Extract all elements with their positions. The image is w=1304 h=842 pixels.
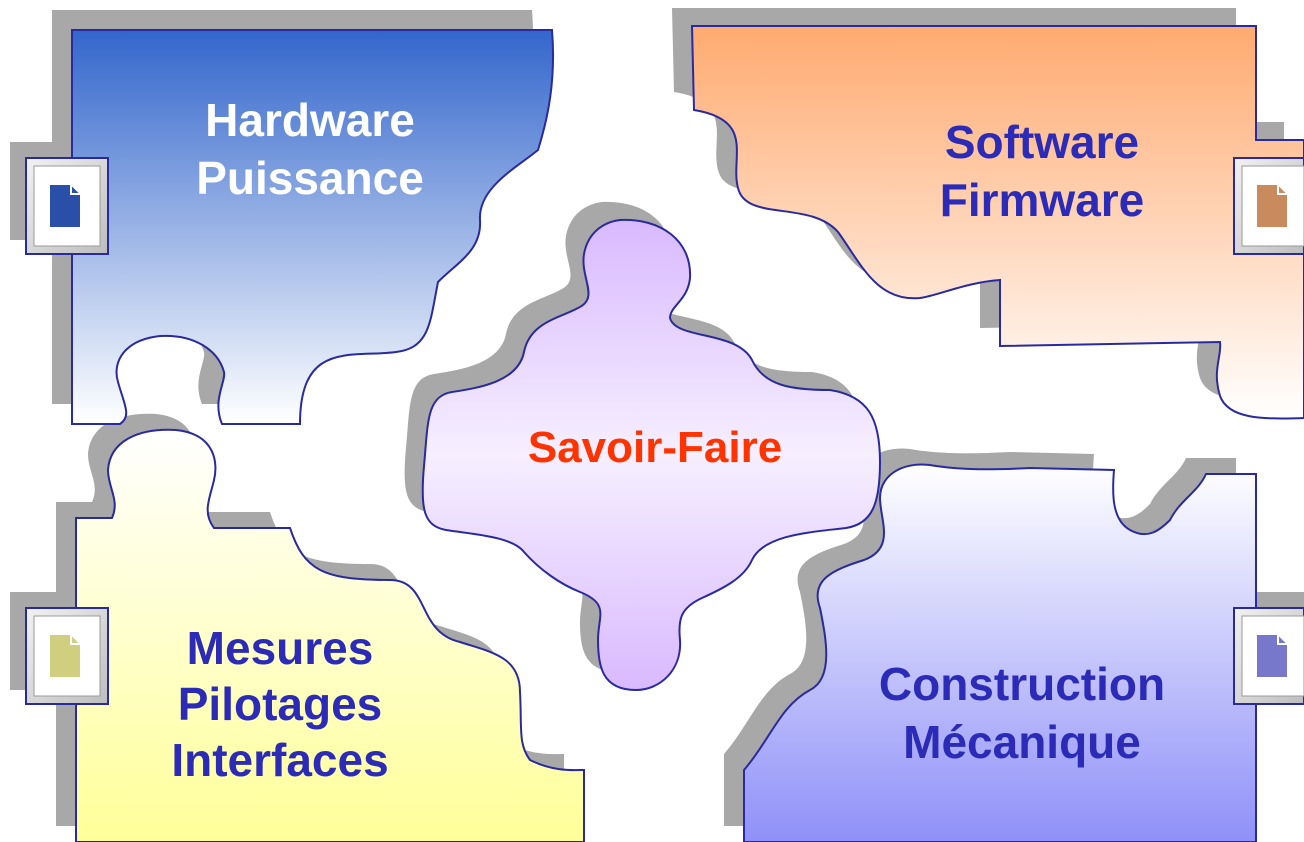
hardware-document-button[interactable] — [25, 157, 109, 255]
mesures-line2: Pilotages — [177, 678, 383, 731]
document-icon — [49, 184, 81, 228]
center-text: Savoir-Faire — [527, 423, 783, 472]
software-line1: Software — [944, 116, 1140, 168]
software-line2: Firmware — [939, 173, 1145, 226]
mesures-document-button[interactable] — [25, 607, 109, 705]
mesures-line1: Mesures — [186, 622, 374, 674]
center-label: Savoir-Faire — [440, 420, 870, 475]
software-document-button[interactable] — [1233, 157, 1304, 255]
software-label: Software Firmware — [862, 114, 1222, 229]
mesures-line3: Interfaces — [171, 734, 389, 787]
hardware-line1: Hardware — [205, 94, 415, 146]
construction-line1: Construction — [878, 658, 1166, 710]
construction-document-button[interactable] — [1233, 607, 1304, 705]
hardware-line2: Puissance — [196, 151, 424, 204]
construction-label: Construction Mécanique — [812, 656, 1232, 771]
mesures-label: Mesures Pilotages Interfaces — [110, 620, 450, 788]
document-icon — [1256, 634, 1288, 678]
construction-line2: Mécanique — [903, 715, 1141, 768]
document-icon — [49, 634, 81, 678]
hardware-label: Hardware Puissance — [135, 92, 485, 207]
document-icon — [1256, 184, 1288, 228]
